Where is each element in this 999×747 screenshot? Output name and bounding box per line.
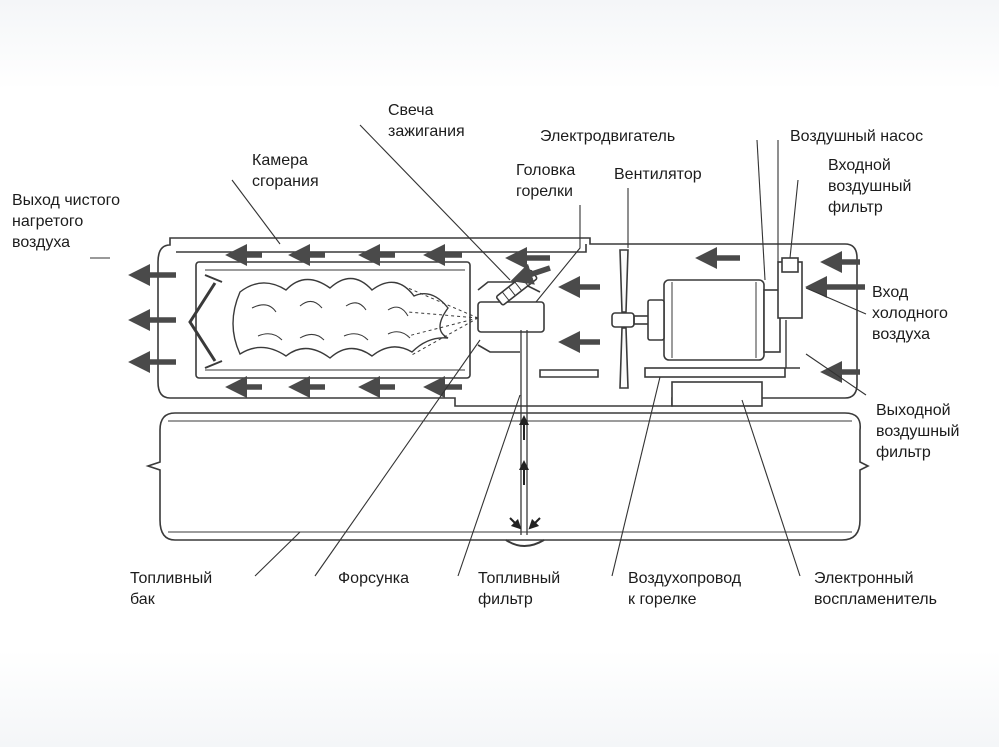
fuel-pickup (505, 539, 545, 547)
label-motor: Электродвигатель (540, 128, 676, 145)
label-tank: Топливный бак (130, 570, 213, 608)
fuel-tank-outline (145, 412, 870, 541)
fuel-line (520, 330, 528, 535)
label-inlet: Вход холодного воздуха (872, 284, 948, 343)
leader-lines (90, 124, 867, 577)
flame (232, 277, 449, 359)
electronic-igniter (671, 381, 763, 407)
combustion-chamber-outline (195, 261, 471, 379)
label-outlet: Выход чистого нагретого воздуха (12, 192, 121, 251)
label-chamber: Камера сгорания (252, 152, 319, 190)
fuel-flow-arrows (509, 415, 541, 530)
label-head: Головка горелки (516, 162, 576, 200)
air-duct (644, 367, 786, 378)
input-filter (781, 257, 799, 273)
label-igniter: Электронный воспламенитель (814, 570, 937, 608)
label-nozzle: Форсунка (338, 570, 410, 587)
label-outfilter: Выходной воздушный фильтр (876, 402, 960, 461)
label-fuelfilter: Топливный фильтр (478, 570, 561, 608)
label-spark: Свеча зажигания (388, 102, 465, 140)
label-infilter: Входной воздушный фильтр (828, 157, 912, 216)
fan (611, 249, 651, 389)
burner-head (477, 301, 545, 333)
label-fan: Вентилятор (614, 166, 702, 183)
label-pump: Воздушный насос (790, 128, 924, 145)
label-duct: Воздухопровод к горелке (628, 570, 742, 608)
air-flow-arrows (128, 244, 865, 398)
electric-motor (647, 279, 781, 361)
deflector (188, 282, 217, 362)
heater-body (145, 237, 870, 547)
